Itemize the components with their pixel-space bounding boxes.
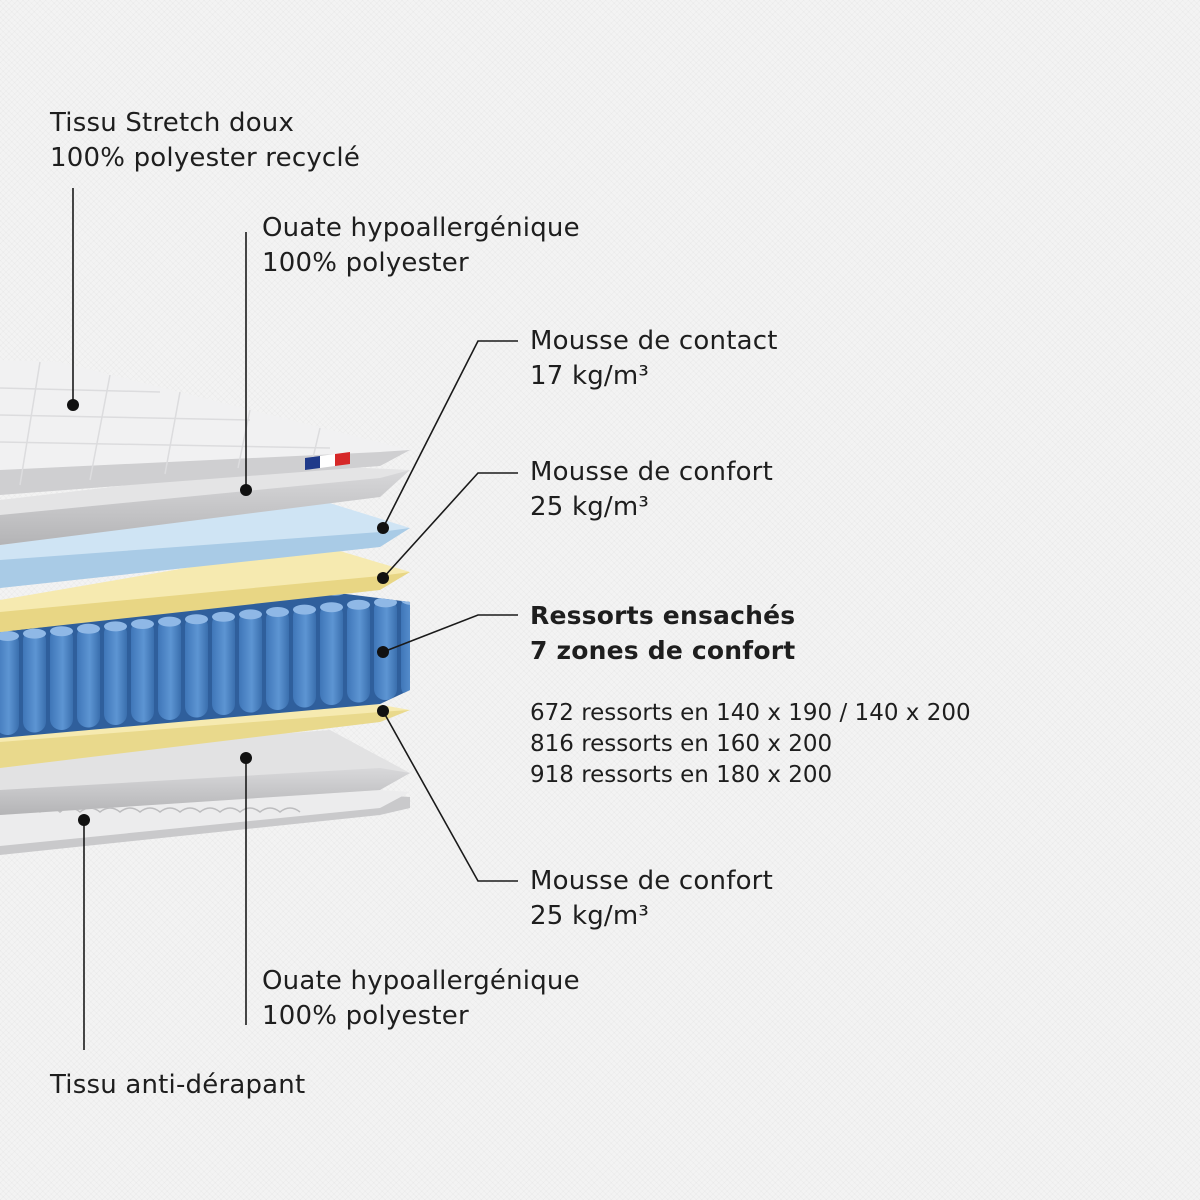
label-comfort-foam-top: Mousse de confort 25 kg/m³ [530,457,773,522]
spring-cap [239,609,262,620]
label-comfort-foam-bottom: Mousse de confort 25 kg/m³ [530,866,773,931]
wadding-top-layer [0,465,410,545]
spring-cap [104,621,127,632]
spring-column [401,596,410,698]
label-wadding-bottom: Ouate hypoallergénique 100% polyester [262,966,580,1031]
leader-pocket-springs [382,614,518,653]
spring-cap [293,604,316,615]
spring-cap [347,599,370,610]
spring-column [185,615,208,718]
spring-cap [131,619,154,629]
spring-column [104,622,127,725]
spring-column [266,608,289,710]
spring-column [23,629,46,733]
spring-cap [266,607,289,617]
label-contact-foam: Mousse de contact 17 kg/m³ [530,326,778,391]
spring-cap [77,623,100,634]
comfort-foam-bottom-layer [0,696,410,768]
spring-cap [185,614,208,625]
spring-cap [158,616,181,627]
stretch-fabric-layer [0,360,410,495]
spring-spec-line: 816 ressorts en 160 x 200 [530,731,833,757]
spring-column [212,612,235,715]
spring-cap [0,631,19,641]
label-antislip-fabric: Tissu anti-dérapant [50,1070,306,1100]
spring-cap [212,611,235,622]
spring-column [50,627,73,730]
spring-column [0,632,19,735]
leader-lines [72,188,518,1050]
contact-foam-layer [0,500,410,588]
spring-column [158,617,181,720]
spring-column [131,620,154,723]
leader-dots [67,399,389,826]
leader-comfort-foam-top [382,472,518,579]
spring-spec-line: 672 ressorts en 140 x 190 / 140 x 200 [530,700,971,726]
spring-column [347,600,370,703]
spring-spec-line: 918 ressorts en 180 x 200 [530,762,833,788]
spring-column [320,603,343,705]
label-pocket-springs: Ressorts ensachés 7 zones de confort [530,601,796,665]
spring-column [293,605,316,708]
spring-cap [50,626,73,637]
leader-contact-foam [382,340,518,529]
label-stretch-fabric: Tissu Stretch doux 100% polyester recycl… [50,108,361,173]
spring-cap [320,602,343,613]
spring-cap [401,595,410,605]
spring-cap [23,628,46,639]
spring-cap [374,597,397,608]
label-wadding-top: Ouate hypoallergénique 100% polyester [262,213,580,278]
spring-column [239,610,262,713]
leader-comfort-foam-bottom [382,710,518,882]
french-flag-icon [305,452,350,470]
spring-column [77,624,100,728]
spring-count-specs: 672 ressorts en 140 x 190 / 140 x 200 81… [530,698,971,791]
comfort-foam-top-layer [0,545,410,632]
